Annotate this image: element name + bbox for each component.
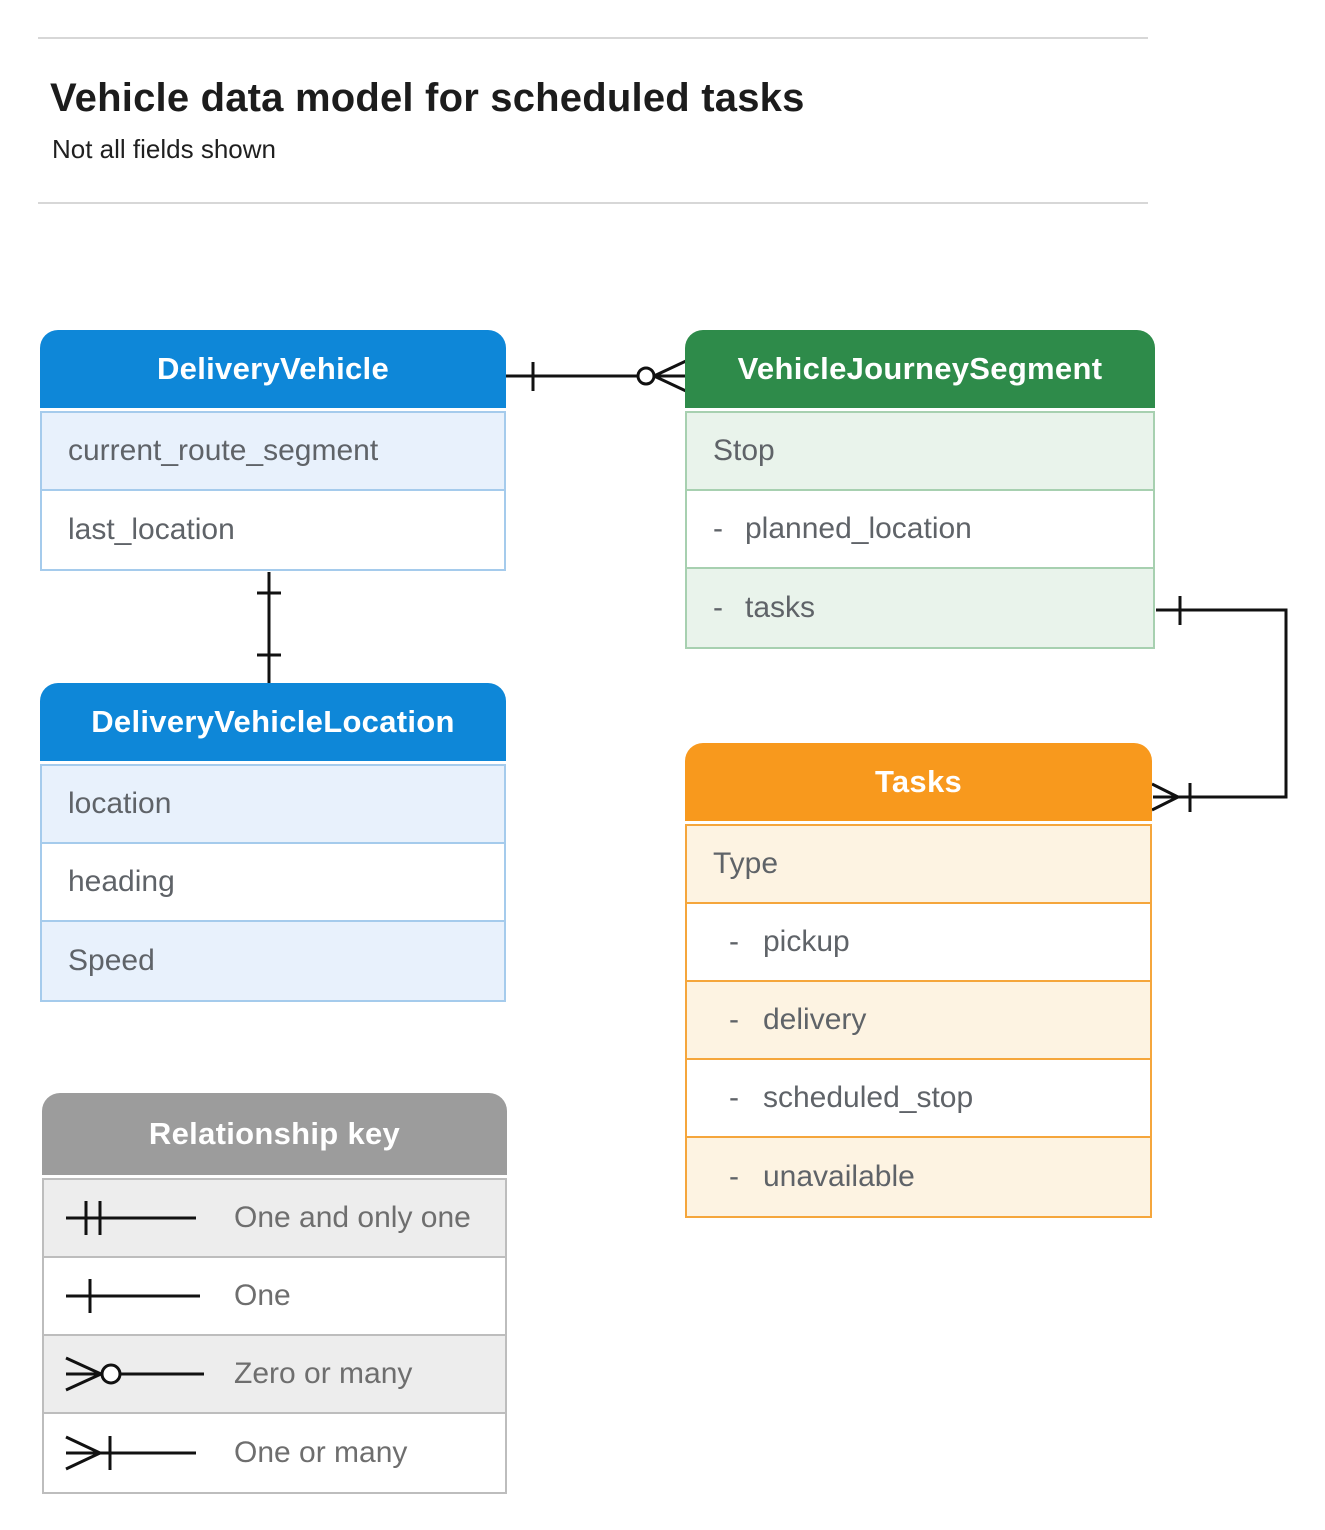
field-name: Speed — [68, 944, 155, 977]
subtitle-divider — [38, 202, 1148, 204]
entity-fields: location heading Speed — [40, 764, 506, 1002]
legend-label: One — [234, 1279, 291, 1312]
one-and-only-one-icon — [66, 1201, 196, 1235]
field-name: Stop — [713, 434, 775, 467]
field-bullet: - — [729, 925, 739, 958]
field-name: unavailable — [763, 1160, 915, 1193]
field-row: -pickup — [687, 904, 1150, 982]
field-row: Speed — [42, 922, 504, 1000]
field-row: -scheduled_stop — [687, 1060, 1150, 1138]
zero-or-many-icon — [65, 1356, 204, 1392]
legend-label: One and only one — [234, 1201, 471, 1234]
field-bullet: - — [713, 591, 723, 624]
field-bullet: - — [713, 512, 723, 545]
entity-delivery-vehicle-location: DeliveryVehicleLocation location heading… — [40, 683, 506, 1002]
connector-vehicle-to-journeysegment — [506, 359, 687, 393]
field-name: location — [68, 787, 172, 820]
field-name: heading — [68, 865, 175, 898]
field-row: -tasks — [687, 569, 1153, 647]
field-row: -delivery — [687, 982, 1150, 1060]
field-name: planned_location — [745, 512, 972, 545]
field-row: Type — [687, 826, 1150, 904]
field-name: delivery — [763, 1003, 867, 1036]
field-name: tasks — [745, 591, 816, 624]
legend-row: Zero or many — [44, 1336, 505, 1414]
entity-delivery-vehicle: DeliveryVehicle current_route_segment la… — [40, 330, 506, 571]
one-or-many-icon — [65, 1435, 196, 1471]
field-name: last_location — [68, 513, 235, 546]
entity-fields: current_route_segment last_location — [40, 411, 506, 571]
legend-label: One or many — [234, 1436, 408, 1469]
field-row: -planned_location — [687, 491, 1153, 569]
entity-title: DeliveryVehicle — [40, 330, 506, 408]
relationship-key: Relationship key One and only one One — [42, 1093, 507, 1494]
field-row: location — [42, 766, 504, 844]
relationship-key-title: Relationship key — [42, 1093, 507, 1175]
field-name: scheduled_stop — [763, 1081, 974, 1114]
field-name: Type — [713, 847, 779, 880]
entity-fields: Type -pickup -delivery -scheduled_stop -… — [685, 824, 1152, 1218]
entity-fields: Stop -planned_location -tasks — [685, 411, 1155, 649]
legend-label: Zero or many — [234, 1357, 413, 1390]
field-name: current_route_segment — [68, 434, 379, 467]
top-divider — [38, 37, 1148, 39]
relationship-key-rows: One and only one One Zero or many — [42, 1178, 507, 1494]
legend-row: One and only one — [44, 1180, 505, 1258]
field-row: heading — [42, 844, 504, 922]
field-bullet: - — [729, 1160, 739, 1193]
field-bullet: - — [729, 1081, 739, 1114]
connector-vehicle-to-location — [257, 572, 281, 684]
page-subtitle: Not all fields shown — [52, 134, 276, 164]
entity-tasks: Tasks Type -pickup -delivery -scheduled_… — [685, 743, 1152, 1218]
field-name: pickup — [763, 925, 850, 958]
entity-vehicle-journey-segment: VehicleJourneySegment Stop -planned_loca… — [685, 330, 1155, 649]
legend-row: One or many — [44, 1414, 505, 1492]
one-icon — [66, 1279, 200, 1313]
field-row: last_location — [42, 491, 504, 569]
page-title: Vehicle data model for scheduled tasks — [50, 76, 805, 120]
entity-title: DeliveryVehicleLocation — [40, 683, 506, 761]
entity-title: Tasks — [685, 743, 1152, 821]
field-row: Stop — [687, 413, 1153, 491]
legend-row: One — [44, 1258, 505, 1336]
field-row: -unavailable — [687, 1138, 1150, 1216]
field-bullet: - — [729, 1003, 739, 1036]
connector-journeysegment-to-tasks — [1151, 596, 1288, 812]
field-row: current_route_segment — [42, 413, 504, 491]
entity-title: VehicleJourneySegment — [685, 330, 1155, 408]
